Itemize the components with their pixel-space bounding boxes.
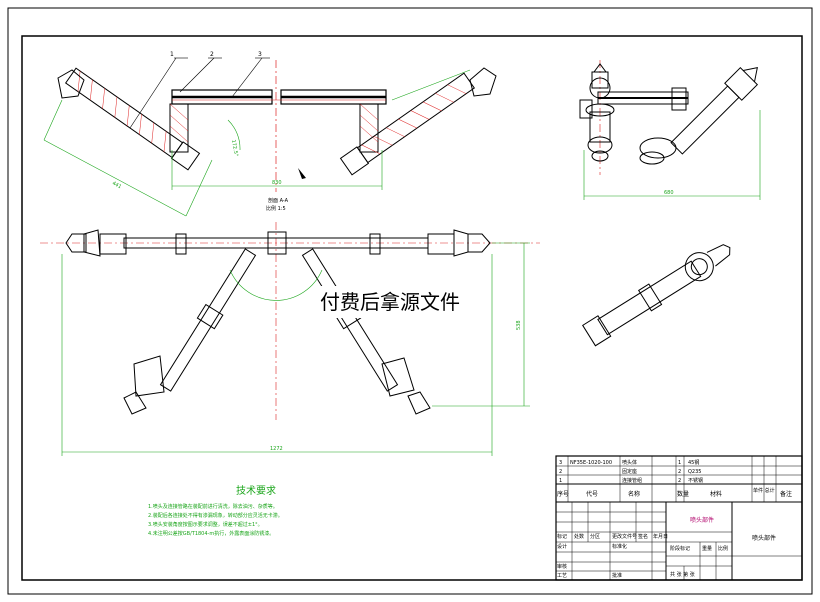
tech-line-2: 2.装配后各连接处不得有渗漏现象，转动部分应灵活无卡滞。 xyxy=(148,512,283,519)
title-stage: 阶段标记 xyxy=(670,545,690,552)
bom-row-3-mat: 45钢 xyxy=(688,459,699,466)
part-label-1: 1 xyxy=(170,51,174,58)
tech-title: 技术要求 xyxy=(236,484,276,497)
bom-row-2-mat: Q235 xyxy=(688,469,701,475)
bom-head-mat: 材料 xyxy=(710,490,722,498)
bom-row-3-no: 3 xyxy=(559,460,562,466)
dim-830: 830 xyxy=(272,180,282,186)
side-view xyxy=(579,60,761,200)
title-approve: 批准 xyxy=(612,572,622,579)
title-col-zone: 分区 xyxy=(590,533,600,540)
part-label-3: 3 xyxy=(258,51,262,58)
bom-head-code: 代号 xyxy=(586,490,598,498)
title-name: 喷头部件 xyxy=(690,516,714,524)
title-process: 工艺 xyxy=(557,573,567,579)
tech-line-1: 1.喷头及连接管路在装配前进行清洗，除去油污、杂质等。 xyxy=(148,503,278,510)
bom-row-3-name: 喷头体 xyxy=(622,459,637,466)
iso-view xyxy=(582,244,731,347)
title-weight: 重量 xyxy=(702,545,712,552)
inner-border xyxy=(21,35,803,581)
bom-row-2-qty: 2 xyxy=(678,469,681,475)
dim-angle-top: 172.5° xyxy=(230,139,239,157)
title-sheet: 共 张 第 张 xyxy=(670,571,695,578)
title-col-date: 年月日 xyxy=(653,533,668,540)
dim-680: 680 xyxy=(664,190,674,196)
bom-head-weight: 单件 总计 xyxy=(753,487,775,494)
bom-row-2-name: 固定座 xyxy=(622,468,637,475)
dim-1272: 1272 xyxy=(270,446,283,452)
dim-441: 441 xyxy=(111,180,122,190)
bom-row-2-no: 2 xyxy=(559,469,562,475)
plan-view xyxy=(40,222,540,456)
section-scale: 比例 1:5 xyxy=(266,205,286,212)
title-block xyxy=(555,455,803,581)
bom-row-1-qty: 2 xyxy=(678,478,681,484)
bom-row-1-no: 1 xyxy=(559,478,562,484)
bom-head-qty: 数量 xyxy=(677,490,689,498)
title-col-count: 处数 xyxy=(574,533,584,540)
watermark-label: 付费后拿源文件 xyxy=(318,286,488,318)
title-col-sign: 签名 xyxy=(638,533,648,540)
dim-538: 538 xyxy=(516,320,522,330)
tech-line-4: 4.未注明公差按GB/T1804-m执行，外露表面涂防锈漆。 xyxy=(148,530,274,537)
section-title: 剖面 A-A xyxy=(268,197,289,204)
title-design: 设计 xyxy=(557,543,567,550)
bom-head-note: 备注 xyxy=(780,490,792,498)
title-drawing-name: 喷头部件 xyxy=(752,534,776,542)
section-view xyxy=(43,57,497,217)
part-label-2: 2 xyxy=(210,51,214,58)
bom-head-name: 名称 xyxy=(628,490,640,498)
title-scale: 比例 xyxy=(718,545,728,552)
title-review: 审核 xyxy=(557,563,567,570)
title-std: 标准化 xyxy=(612,543,627,550)
title-mark: 标记 xyxy=(557,533,567,540)
bom-row-3-qty: 1 xyxy=(678,460,681,466)
tech-line-3: 3.喷头安装角度按图示要求调整，误差不超过±1°。 xyxy=(148,521,263,528)
outer-border xyxy=(7,7,813,595)
title-col-file: 更改文件号 xyxy=(612,533,637,540)
bom-head-no: 序号 xyxy=(557,490,569,498)
bom-row-1-mat: 不锈钢 xyxy=(688,477,703,484)
view-arrow xyxy=(298,168,306,179)
bom-row-3-code: NF35E-1020-100 xyxy=(570,460,612,466)
bom-row-1-name: 连接管组 xyxy=(622,477,642,484)
